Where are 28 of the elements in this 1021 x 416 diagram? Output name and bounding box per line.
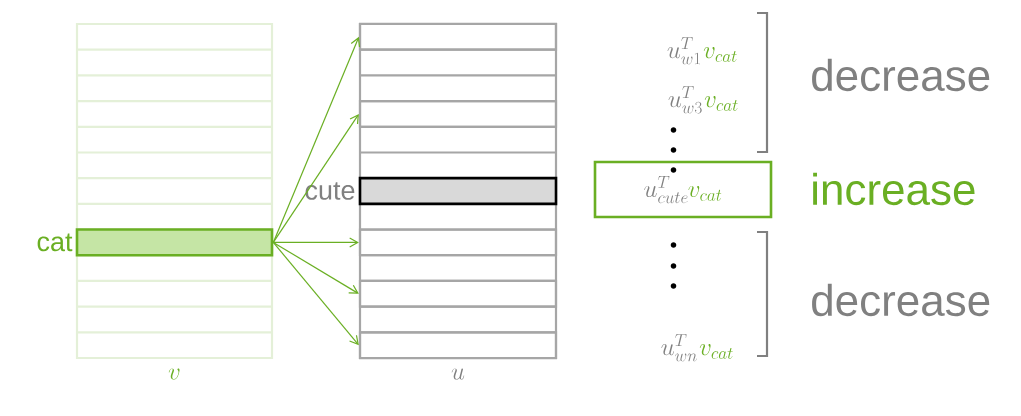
matrix-row [358,99,558,128]
node-label: $u$ [451,368,465,380]
result-label: decrease [812,283,990,317]
node-label: $v$ [168,368,180,380]
arrow [272,237,359,248]
result-label: decrease [812,58,990,92]
arrow [272,241,359,346]
formula: $u^{T}_{w1}$ [667,37,700,65]
matrix-row [358,331,558,360]
row-label: cat [37,233,73,252]
formula: $v_{cat}$ [699,344,733,359]
highlight-box: $u^{T}_{cute}$$v_{cat}$ [593,160,773,219]
matrix-row [358,176,558,206]
matrix-column: $u$ [358,22,558,380]
matrix-row [75,228,274,257]
matrix-column: $v$ [75,22,274,380]
formula: $v_{cat}$ [703,47,737,62]
matrix-row [358,279,558,308]
formula: $u^{T}_{w3}$ [668,86,702,114]
arrow [272,241,359,294]
matrix-row [358,228,558,257]
row-label: cute [305,182,355,200]
arrow [272,113,359,243]
matrix-row [358,22,558,51]
formula: $v_{cat}$ [704,96,738,111]
arrow [272,36,361,243]
result-label: increase [813,172,975,206]
formula: $u^{T}_{wn}$ [661,334,697,362]
